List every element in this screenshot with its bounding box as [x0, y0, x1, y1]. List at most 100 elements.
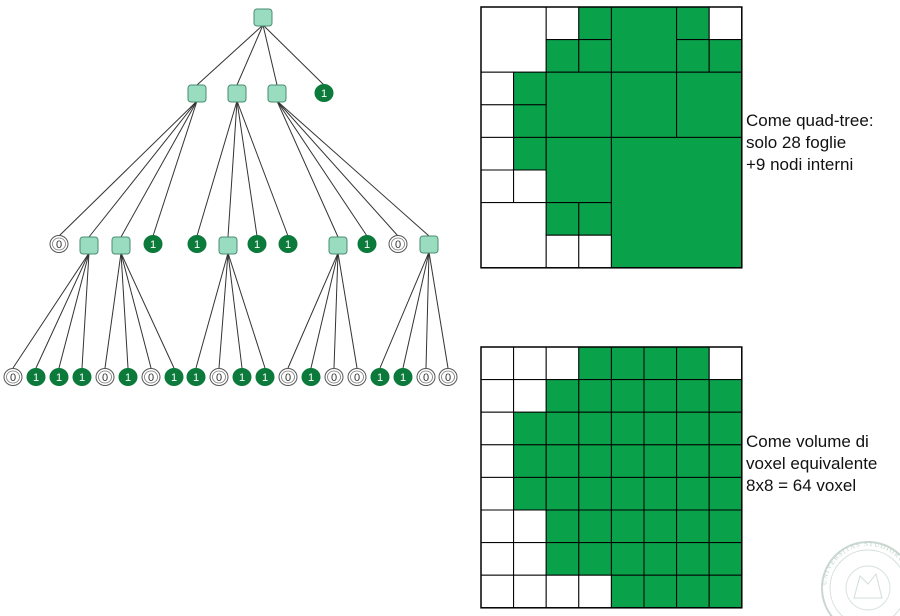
tree-internal-node [227, 84, 247, 103]
quad-leaf-empty [545, 234, 580, 269]
quad-leaf-full [513, 104, 547, 138]
quad-leaf-full [545, 136, 612, 204]
voxel-full [513, 476, 547, 511]
tree-leaf-label: 1 [400, 372, 406, 384]
voxel-full [578, 509, 612, 544]
quad-leaf-full [610, 136, 743, 269]
voxel-empty [513, 542, 547, 576]
voxel-full [676, 444, 710, 478]
voxel-full [643, 476, 678, 511]
voxel-full [610, 542, 645, 576]
tree-leaf-label: 0 [56, 239, 62, 251]
tree-edge [104, 252, 122, 369]
quad-leaf-full [610, 71, 678, 138]
voxel-full [708, 379, 743, 413]
tree-edge [236, 100, 289, 237]
tree-leaf-label: 1 [79, 372, 85, 384]
tree-leaf-full: 1 [255, 368, 275, 386]
voxel-full [676, 542, 710, 576]
quad-leaf-full [513, 136, 547, 171]
voxel-full [610, 379, 645, 413]
quad-leaf-empty [480, 169, 515, 204]
voxel-empty [480, 574, 515, 609]
tree-leaf-empty: 0 [388, 235, 408, 253]
quad-leaf-full [708, 39, 743, 73]
quad-leaf-full [676, 6, 710, 41]
tree-leaf-empty: 0 [49, 235, 69, 253]
tree-leaf-label: 1 [285, 239, 291, 251]
quadtree-caption-line: Come quad-tree: [746, 111, 874, 130]
tree-edge [218, 252, 229, 369]
tree-leaf-label: 0 [216, 372, 222, 384]
tree-leaf-full: 1 [49, 368, 69, 386]
tree-leaf-label: 1 [321, 88, 327, 100]
voxel-empty [708, 346, 743, 381]
quad-leaf-empty [480, 136, 515, 171]
voxel-full [643, 444, 678, 478]
tree-leaf-empty: 0 [416, 368, 436, 386]
tree-edge [236, 100, 258, 237]
quad-leaf-empty [480, 71, 515, 106]
voxel-caption-line: Come volume di [746, 432, 869, 451]
tree-leaf-label: 1 [171, 372, 177, 384]
tree-edge [276, 100, 368, 237]
tree-edge [196, 24, 264, 86]
voxel-full [643, 411, 678, 446]
voxel-full [610, 476, 645, 511]
tree-leaf-full: 1 [314, 84, 334, 102]
quad-leaf-empty [480, 104, 515, 138]
voxel-full [545, 444, 580, 478]
tree-leaf-label: 0 [395, 239, 401, 251]
voxel-empty [480, 379, 515, 413]
tree-leaf-empty: 0 [347, 368, 367, 386]
voxel-empty [545, 346, 580, 381]
voxel-full [513, 411, 547, 446]
voxel-full [708, 542, 743, 576]
voxel-full [610, 444, 645, 478]
voxel-full [610, 509, 645, 544]
tree-leaf-full: 1 [143, 235, 163, 253]
quad-leaf-full [578, 6, 612, 41]
voxel-caption: Come volume di voxel equivalente 8x8 = 6… [746, 431, 877, 497]
voxel-empty [545, 574, 580, 609]
tree-leaf-full: 1 [26, 368, 46, 386]
voxel-full [676, 476, 710, 511]
voxel-full [545, 411, 580, 446]
voxel-border [480, 346, 743, 609]
tree-leaf-full: 1 [232, 368, 252, 386]
tree-leaf-label: 0 [423, 372, 429, 384]
quadtree-caption-line: +9 nodi interni [746, 155, 854, 174]
tree-edge [276, 100, 339, 238]
tree-edge [196, 100, 238, 237]
voxel-full [578, 476, 612, 511]
voxel-empty [578, 574, 612, 609]
voxel-full [708, 509, 743, 544]
tree-internal-node [187, 84, 207, 103]
tree-edge [276, 100, 399, 237]
tree-edge [195, 252, 229, 369]
svg-text:UNIVERSITAS STUDIORUM MEDIOLAN: UNIVERSITAS STUDIORUM MEDIOLANENSIS [0, 0, 900, 590]
tree-edge [58, 252, 90, 369]
voxel-empty [480, 444, 515, 478]
tree-edge [81, 252, 90, 369]
tree-edge [337, 252, 358, 369]
tree-edge [88, 100, 198, 238]
tree-leaf-label: 1 [194, 239, 200, 251]
tree-edge [333, 252, 339, 369]
tree-edge [12, 252, 90, 369]
tree-edge [379, 251, 430, 369]
tree-edge [276, 100, 430, 237]
voxel-grid [480, 346, 743, 609]
voxel-full [676, 509, 710, 544]
tree-leaf-empty: 0 [209, 368, 229, 386]
tree-leaf-label: 1 [193, 372, 199, 384]
voxel-full [643, 346, 678, 381]
tree-internal-node [218, 236, 238, 255]
quad-leaf-empty [480, 202, 547, 269]
voxel-empty [480, 476, 515, 511]
tree-edge [120, 100, 198, 238]
quadtree-border [480, 6, 743, 269]
tree-edge [287, 252, 339, 369]
voxel-full [708, 476, 743, 511]
voxel-full [545, 509, 580, 544]
